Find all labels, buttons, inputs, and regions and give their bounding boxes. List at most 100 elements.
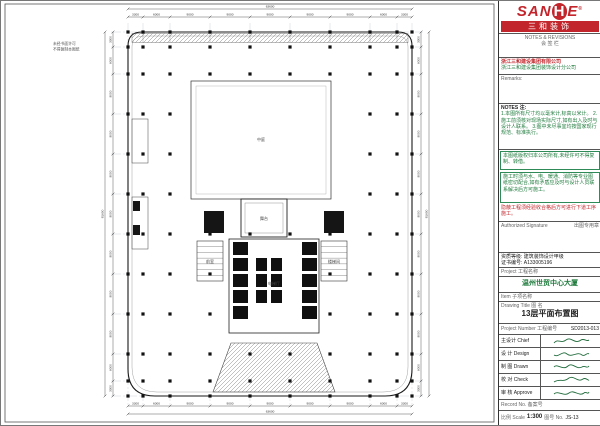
svg-text:舞台: 舞台 [260,215,268,221]
drawing-title-label: Drawing Title 图 名 [501,303,543,309]
record-label: Record No. 备案号 [501,401,543,408]
remarks-label: Remarks: [501,76,523,82]
svg-text:6000: 6000 [108,364,112,371]
svg-text:9000: 9000 [227,402,234,406]
role-label: 主设计 Chief [499,335,541,347]
svg-text:6000: 6000 [153,13,160,17]
svg-text:9000: 9000 [108,290,112,297]
revision-area-subtitle: 会 签 栏 [541,41,559,48]
svg-text:63600: 63600 [266,5,275,9]
warning-note-box: 隐蔽工程须经验收合格后方可进行下道工序施工。 [499,204,600,222]
svg-text:9000: 9000 [108,330,112,337]
subitem-label-row: Item 子项名称 [499,293,600,302]
company-branch-name: 浙江三和建设集团装饰设计分公司 [501,65,577,72]
floor-plan-area: 3300 6000 9000 9000 9000 9000 9000 6000 3300 6360… [1,1,498,425]
svg-text:9000: 9000 [267,402,274,406]
svg-text:3300: 3300 [416,36,420,43]
svg-text:3300: 3300 [108,36,112,43]
logo-chinese-banner: 三和装饰 [501,20,599,32]
remarks-area: Remarks: [499,75,600,104]
svg-text:前室: 前室 [206,258,214,264]
role-row-approve: 审 核 Approve [499,387,600,400]
role-label: 审 核 Approve [499,387,541,399]
svg-text:3300: 3300 [108,385,112,392]
svg-text:9000: 9000 [416,170,420,177]
coordination-note-box: 施工时须与水、电、暖通、消防等专业图纸密切配合,如有矛盾应及时与设计人员联系解决… [500,172,600,203]
svg-text:63600: 63600 [266,410,275,414]
svg-text:未经书面许可: 未经书面许可 [53,41,76,46]
registered-mark-icon: ® [578,5,584,12]
svg-text:中庭: 中庭 [257,136,265,142]
project-number-row: Project Number 工程编号 SD2013-013 [499,324,600,335]
svg-text:9000: 9000 [108,90,112,97]
svg-text:9000: 9000 [416,130,420,137]
coordination-note: 施工时须与水、电、暖通、消防等专业图纸密切配合,如有矛盾应及时与设计人员联系解决… [503,174,595,193]
scale-row: 比例 Scale 1:300 图号 No. JS-13 [499,411,600,425]
role-label: 校 对 Check [499,374,541,386]
svg-text:81600: 81600 [424,209,428,218]
cert-grade: 资质等级: 建筑装饰设计甲级 [501,254,564,260]
svg-text:9000: 9000 [416,290,420,297]
notes-label: NOTES 注: [501,105,527,111]
svg-text:9000: 9000 [347,402,354,406]
svg-text:9000: 9000 [416,90,420,97]
scale-value: 1:300 [526,414,543,421]
revision-stamp-area: NOTES & REVISIONS 会 签 栏 [499,34,600,58]
svg-text:楼梯间: 楼梯间 [328,258,340,264]
drawing-number-label: 图号 No. [544,414,564,421]
svg-text:9000: 9000 [267,13,274,17]
svg-text:不得复制本图纸: 不得复制本图纸 [53,47,80,52]
svg-text:9000: 9000 [187,402,194,406]
svg-text:6000: 6000 [153,402,160,406]
svg-text:电梯厅: 电梯厅 [268,280,280,286]
project-name: 温州世贸中心大厦 [522,280,578,288]
project-label: Project 工程名称 [501,269,538,275]
svg-text:3300: 3300 [416,385,420,392]
svg-text:9000: 9000 [108,210,112,217]
cert-number: 证书编号: A133005196 [501,260,553,267]
role-row-design: 设 计 Design [499,348,600,361]
notes-area: NOTES 注: 1.本图所有尺寸均以毫米计,标高以米计。 2.施工前须核对现场… [499,104,600,150]
signature-scribble [553,364,590,369]
role-row-chief: 主设计 Chief [499,335,600,348]
role-row-drawn: 制 图 Drawn [499,361,600,374]
svg-text:9000: 9000 [108,250,112,257]
svg-text:9000: 9000 [187,13,194,17]
subitem-label: Item 子项名称 [501,294,533,300]
logo-text-left: SAN [516,2,552,20]
svg-text:9000: 9000 [416,210,420,217]
project-label-row: Project 工程名称 [499,268,600,277]
svg-text:9000: 9000 [108,170,112,177]
revision-area-title: NOTES & REVISIONS [524,35,576,41]
drawing-title-box: Drawing Title 图 名 13层平面布置图 [499,302,600,324]
company-name-cn: 浙江三和建设集团有限公司 [501,59,562,65]
certificate-area: 资质等级: 建筑装饰设计甲级 证书编号: A133005196 [499,253,600,268]
svg-text:3300: 3300 [401,13,408,17]
signature-scribble [553,338,590,344]
project-number-label: Project Number 工程编号 [501,325,558,332]
logo-text-right: E [567,2,579,20]
record-number-row: Record No. 备案号 [499,400,600,411]
floor-plan: 3300 6000 9000 9000 9000 9000 9000 6000 3300 6360… [4,3,495,423]
svg-text:9000: 9000 [347,13,354,17]
copyright-note-box: 本图纸版权归本公司所有,未经许可不得复制、转借。 [500,151,600,170]
svg-text:3300: 3300 [401,402,408,406]
svg-text:9000: 9000 [227,13,234,17]
svg-text:9000: 9000 [416,330,420,337]
svg-text:3300: 3300 [132,13,139,17]
svg-text:6000: 6000 [416,57,420,64]
logo-h-disc-icon: H [551,2,568,20]
drawing-title: 13层平面布置图 [521,309,579,319]
svg-text:6000: 6000 [380,13,387,17]
svg-text:3300: 3300 [132,402,139,406]
svg-text:9000: 9000 [307,13,314,17]
role-label: 制 图 Drawn [499,361,541,373]
scale-label: 比例 Scale [501,414,525,421]
company-names: 浙江三和建设集团有限公司 浙江三和建设集团装饰设计分公司 [499,58,600,75]
copyright-note: 本图纸版权归本公司所有,未经许可不得复制、转借。 [503,153,595,166]
signature-scribble [553,376,590,383]
role-label: 设 计 Design [499,348,541,360]
svg-text:9000: 9000 [307,402,314,406]
